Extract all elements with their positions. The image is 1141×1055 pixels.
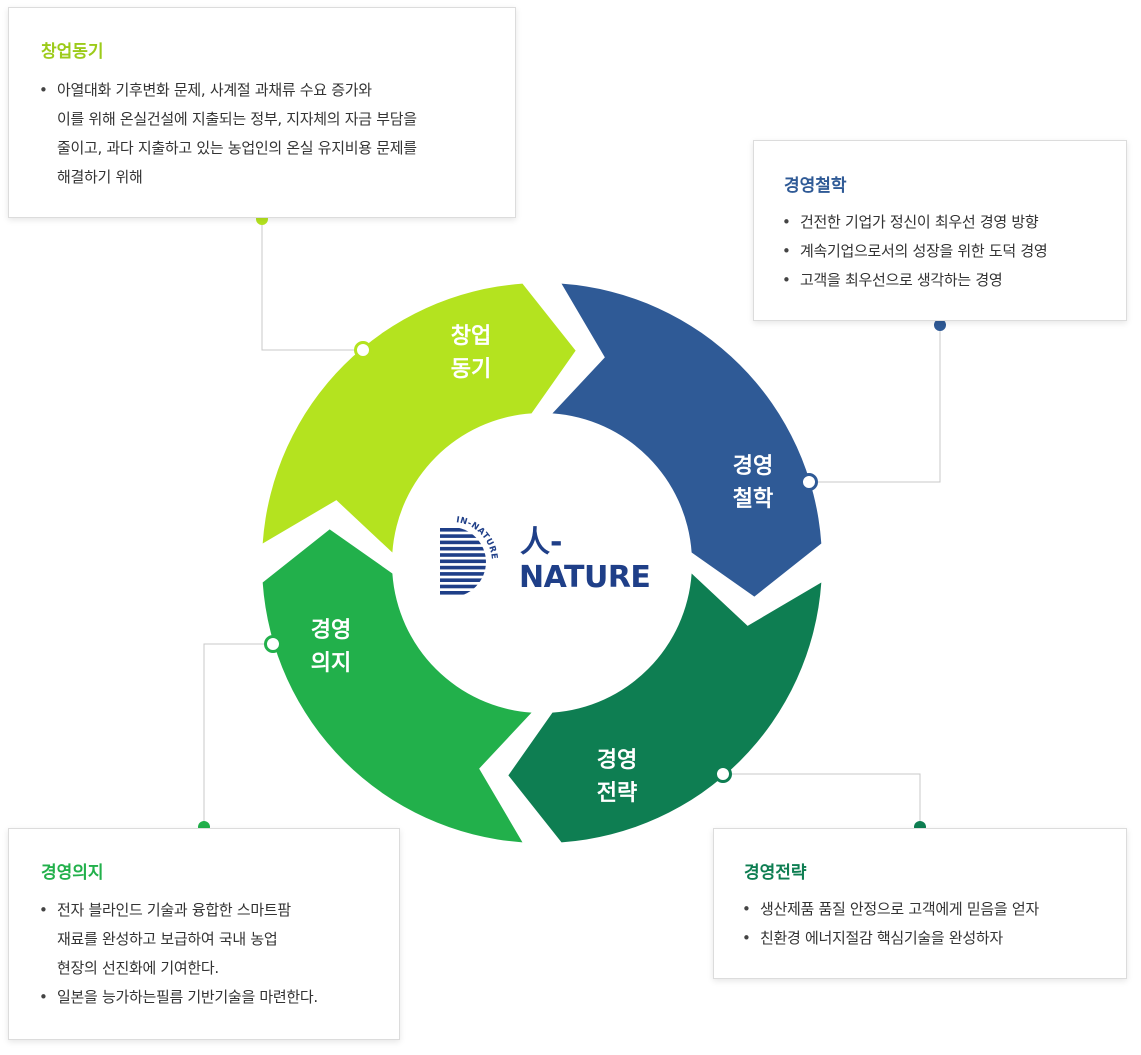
card-strategy-item: 친환경 에너지절감 핵심기술을 완성하자	[738, 924, 1123, 953]
segment-label-will-1: 경영	[311, 618, 351, 643]
card-motive-item-line: 줄이고, 과다 지출하고 있는 농업인의 온실 유지비용 문제를	[57, 139, 417, 157]
connector-philosophy	[809, 325, 941, 483]
card-motive-list: 아열대화 기후변화 문제, 사계절 과채류 수요 증가와 이를 위해 온실건설에…	[35, 76, 505, 192]
segment-label-strategy-1: 경영	[597, 748, 637, 773]
logo-emblem-stripe	[440, 591, 486, 595]
card-philosophy: 경영철학 건전한 기업가 정신이 최우선 경영 방향 계속기업으로서의 성장을 …	[753, 140, 1127, 321]
segment-label-philosophy-1: 경영	[733, 454, 773, 479]
logo-emblem-stripe	[440, 540, 486, 545]
logo-emblem-stripe	[440, 559, 486, 564]
card-will-item-line: 전자 블라인드 기술과 융합한 스마트팜	[57, 901, 291, 919]
segment-labels: 창업 동기 경영 철학 경영 전략 경영 의지	[311, 324, 773, 806]
card-motive-title: 창업동기	[41, 42, 104, 62]
ring-segment-will	[262, 529, 532, 843]
ring-segment-philosophy	[552, 283, 822, 597]
dot-will-ring	[264, 635, 282, 653]
logo-emblem-stripe	[440, 546, 486, 551]
card-philosophy-title: 경영철학	[784, 176, 847, 196]
logo-emblem-stripe	[440, 528, 486, 532]
segment-label-philosophy-2: 철학	[733, 487, 773, 512]
card-motive-item: 아열대화 기후변화 문제, 사계절 과채류 수요 증가와 이를 위해 온실건설에…	[35, 76, 505, 192]
segment-label-motive-1: 창업	[451, 324, 491, 349]
connector-will	[203, 643, 273, 827]
segment-label-motive-2: 동기	[451, 357, 491, 382]
card-philosophy-item-line: 건전한 기업가 정신이 최우선 경영 방향	[800, 213, 1039, 231]
card-philosophy-list: 건전한 기업가 정신이 최우선 경영 방향 계속기업으로서의 성장을 위한 도덕…	[778, 208, 1123, 295]
card-motive-item-line: 아열대화 기후변화 문제, 사계절 과채류 수요 증가와	[57, 81, 372, 99]
card-motive-item-line: 해결하기 위해	[57, 168, 143, 186]
logo-emblem-stripe	[440, 534, 486, 538]
card-motive-item-line: 이를 위해 온실건설에 지출되는 정부, 지자체의 자금 부담을	[57, 110, 417, 128]
card-philosophy-item: 계속기업으로서의 성장을 위한 도덕 경영	[778, 237, 1123, 266]
logo-emblem-icon: IN-NATURE	[440, 515, 498, 595]
connector-lines	[203, 219, 941, 827]
connector-dots	[198, 213, 946, 833]
card-strategy-list: 생산제품 품질 안정으로 고객에게 믿음을 얻자 친환경 에너지절감 핵심기술을…	[738, 895, 1123, 953]
connector-motive	[261, 219, 363, 351]
card-will-item: 일본을 능가하는필름 기반기술을 마련한다.	[35, 983, 397, 1012]
logo-emblem-stripe	[440, 565, 486, 570]
card-strategy-item-line: 생산제품 품질 안정으로 고객에게 믿음을 얻자	[760, 900, 1039, 918]
card-strategy-title: 경영전략	[744, 863, 807, 883]
dot-motive-ring	[354, 341, 372, 359]
logo-emblem-stripe	[440, 553, 486, 557]
card-strategy-item: 생산제품 품질 안정으로 고객에게 믿음을 얻자	[738, 895, 1123, 924]
card-philosophy-item-line: 고객을 최우선으로 생각하는 경영	[800, 271, 1003, 289]
segment-label-strategy-2: 전략	[597, 781, 637, 806]
cycle-ring	[262, 283, 822, 843]
card-will-item-line: 현장의 선진화에 기여한다.	[57, 959, 219, 977]
card-will-item-line: 일본을 능가하는필름 기반기술을 마련한다.	[57, 988, 318, 1006]
logo-line-1: 人-	[520, 525, 563, 560]
logo-emblem-stripe	[440, 584, 486, 589]
logo-emblem-stripe	[440, 578, 486, 582]
card-will-title: 경영의지	[41, 863, 104, 883]
dot-strategy-ring	[714, 765, 732, 783]
segment-label-will-2: 의지	[311, 651, 351, 676]
card-strategy: 경영전략 생산제품 품질 안정으로 고객에게 믿음을 얻자 친환경 에너지절감 …	[713, 828, 1127, 979]
logo-emblem-stripe	[440, 572, 486, 576]
dot-philosophy-card	[934, 319, 946, 331]
card-will: 경영의지 전자 블라인드 기술과 융합한 스마트팜 재료를 완성하고 보급하여 …	[8, 828, 400, 1040]
card-will-list: 전자 블라인드 기술과 융합한 스마트팜 재료를 완성하고 보급하여 국내 농업…	[35, 896, 397, 1012]
card-philosophy-item-line: 계속기업으로서의 성장을 위한 도덕 경영	[800, 242, 1048, 260]
card-philosophy-item: 고객을 최우선으로 생각하는 경영	[778, 266, 1123, 295]
card-strategy-item-line: 친환경 에너지절감 핵심기술을 완성하자	[760, 929, 1003, 947]
card-philosophy-item: 건전한 기업가 정신이 최우선 경영 방향	[778, 208, 1123, 237]
card-will-item-line: 재료를 완성하고 보급하여 국내 농업	[57, 930, 278, 948]
connector-strategy	[723, 773, 921, 827]
card-will-item: 전자 블라인드 기술과 융합한 스마트팜 재료를 완성하고 보급하여 국내 농업…	[35, 896, 397, 983]
dot-philosophy-ring	[800, 473, 818, 491]
card-motive: 창업동기 아열대화 기후변화 문제, 사계절 과채류 수요 증가와 이를 위해 …	[8, 7, 516, 218]
ring-segment-motive	[262, 283, 576, 553]
logo-line-2: NATURE	[519, 560, 651, 595]
ring-segment-strategy	[508, 573, 822, 843]
